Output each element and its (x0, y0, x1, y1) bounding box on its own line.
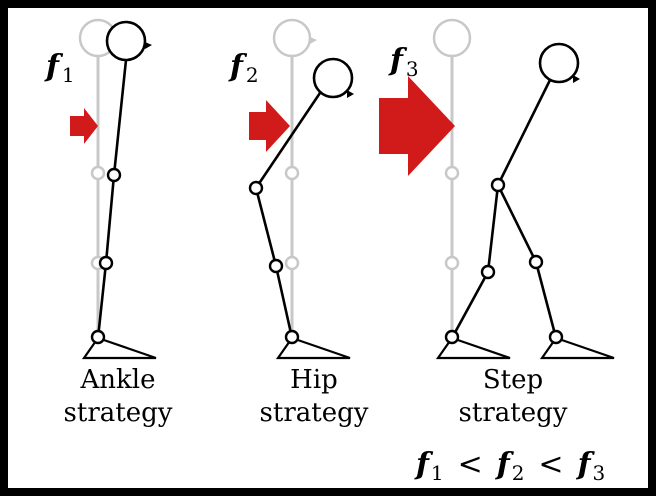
ghost-upright-pose (272, 18, 317, 338)
foot-triangle-front (539, 336, 615, 360)
caption-step: Step (483, 365, 543, 395)
caption-strategy-2: strategy (260, 398, 369, 428)
head (105, 20, 147, 62)
caption-hip: Hip (290, 365, 338, 395)
foot-triangle (81, 336, 157, 360)
stick-figure-step (435, 42, 615, 360)
stick-figure-hip (248, 57, 354, 360)
caption-strategy-3: strategy (459, 398, 568, 428)
ankle-joint (284, 329, 300, 345)
ankle-joint-front (548, 329, 564, 345)
knee-joint-front (528, 254, 544, 270)
push-force-arrow-large (379, 76, 455, 176)
caption-strategy-1: strategy (64, 398, 173, 428)
push-force-arrow-medium (249, 100, 290, 152)
ankle-joint-back (444, 329, 460, 345)
foot-triangle-back (435, 336, 511, 360)
head (538, 42, 580, 84)
head (312, 57, 354, 99)
push-force-arrow-small (70, 108, 98, 144)
foot-triangle (275, 336, 351, 360)
hip-joint (106, 167, 122, 183)
caption-ankle: Ankle (80, 365, 156, 395)
stick-figure-ankle (81, 20, 157, 360)
knee-joint-back (480, 264, 496, 280)
knee-joint (98, 255, 114, 271)
ghost-upright-pose (432, 18, 472, 338)
hip-joint (248, 180, 264, 196)
knee-joint (268, 258, 284, 274)
ankle-joint (90, 329, 106, 345)
hip-joint (490, 177, 506, 193)
